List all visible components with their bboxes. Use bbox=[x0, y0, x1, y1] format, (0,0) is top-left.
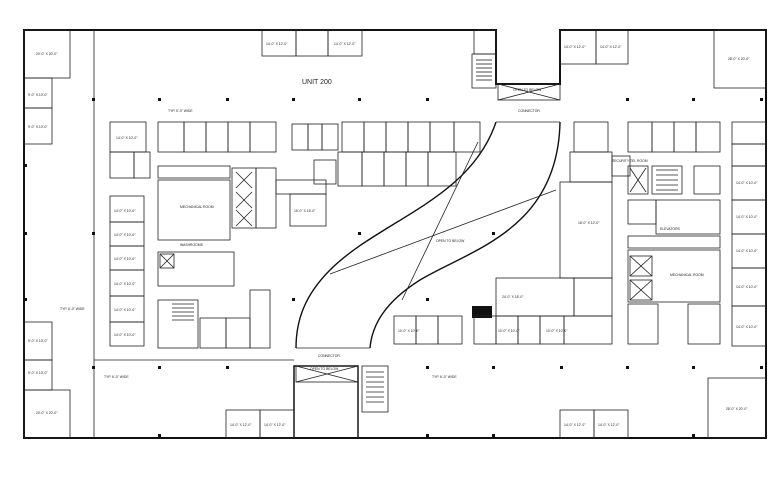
room-size-8: 14'-0" X 12'-0" bbox=[600, 45, 622, 49]
room-size-19: 14'-0" X 10'-0" bbox=[736, 285, 758, 289]
room-size-10: 14'-0" X 10'-0" bbox=[114, 209, 136, 213]
label-mech-right: MECHANICAL ROOM bbox=[670, 273, 704, 277]
label-connector-top: CONNECTOR bbox=[518, 109, 540, 113]
room-size-31: 9'-0" X 10'-0" bbox=[28, 93, 48, 97]
room-size-6: 14'-0" X 12'-0" bbox=[334, 42, 356, 46]
middle-upper-offices bbox=[291, 121, 481, 187]
room-size-32: 9'-0" X 10'-0" bbox=[28, 125, 48, 129]
room-size-34: 9'-0" X 10'-0" bbox=[28, 371, 48, 375]
label-open-top: OPEN TO BELOW bbox=[513, 88, 542, 92]
room-size-17: 14'-0" X 10'-0" bbox=[736, 215, 758, 219]
room-size-4: 28'-0" X 20'-0" bbox=[726, 407, 748, 411]
room-size-1: 20'-0" X 20'-0" bbox=[36, 52, 58, 56]
left-core-offices bbox=[109, 121, 327, 349]
bottom-perimeter-rooms bbox=[225, 365, 629, 439]
room-size-5: 14'-0" X 12'-0" bbox=[266, 42, 288, 46]
room-size-7: 14'-0" X 12'-0" bbox=[564, 45, 586, 49]
room-size-28: 10'-0" X 10'-0" bbox=[398, 329, 420, 333]
room-size-20: 14'-0" X 10'-0" bbox=[736, 325, 758, 329]
corridor-label-2: TYP. 6'-0" WIDE bbox=[60, 307, 85, 311]
right-core-offices bbox=[495, 121, 721, 345]
corridor-label-1: TYP. 5'-0" WIDE bbox=[168, 109, 193, 113]
stair-core-left-icon bbox=[172, 303, 194, 321]
corridor-label-4: TYP. 6'-0" WIDE bbox=[432, 375, 457, 379]
room-size-23: 14'-0" X 12'-0" bbox=[564, 423, 586, 427]
room-size-13: 14'-0" X 10'-0" bbox=[114, 282, 136, 286]
room-size-12: 14'-0" X 10'-0" bbox=[114, 257, 136, 261]
label-connector-bottom: CONNECTOR bbox=[318, 354, 340, 358]
label-washrooms: WASHROOMS bbox=[180, 243, 204, 247]
top-perimeter-rooms bbox=[261, 29, 767, 101]
room-size-30: 10'-0" X 10'-0" bbox=[546, 329, 568, 333]
atrium-open-to-below bbox=[295, 121, 561, 349]
room-size-11: 14'-0" X 10'-0" bbox=[114, 233, 136, 237]
label-mech-left: MECHANICAL ROOM bbox=[180, 205, 214, 209]
corridor-label-3: TYP. 6'-0" WIDE bbox=[104, 375, 129, 379]
structural-columns bbox=[24, 98, 763, 437]
room-size-21: 14'-0" X 12'-0" bbox=[230, 423, 252, 427]
room-size-16: 14'-0" X 10'-0" bbox=[736, 181, 758, 185]
room-size-14: 14'-0" X 10'-0" bbox=[114, 308, 136, 312]
room-size-29: 10'-0" X 10'-0" bbox=[498, 329, 520, 333]
stair-core-right-icon bbox=[656, 169, 678, 191]
label-elevators: ELEVATORS bbox=[660, 227, 681, 231]
room-size-18: 14'-0" X 10'-0" bbox=[736, 249, 758, 253]
room-size-27: 15'-0" X 15'-0" bbox=[294, 209, 316, 213]
room-size-9: 14'-0" X 10'-0" bbox=[116, 136, 138, 140]
unit-label: UNIT 200 bbox=[302, 79, 332, 86]
label-security: SECURITY TEL ROOM bbox=[612, 159, 648, 163]
bottom-middle-offices bbox=[393, 315, 613, 345]
room-size-26: 18'-0" X 12'-0" bbox=[578, 221, 600, 225]
stair-bottom-icon bbox=[366, 371, 384, 403]
stair-top-icon bbox=[476, 59, 492, 81]
room-size-33: 9'-0" X 10'-0" bbox=[28, 339, 48, 343]
room-size-2: 20'-0" X 20'-0" bbox=[36, 411, 58, 415]
left-perimeter-rooms bbox=[23, 29, 294, 439]
plan-labels: UNIT 200 OPEN TO BELOW CONNECTOR CONNECT… bbox=[28, 42, 758, 427]
room-size-24: 14'-0" X 12'-0" bbox=[598, 423, 620, 427]
room-size-15: 14'-0" X 10'-0" bbox=[114, 333, 136, 337]
room-size-3: 28'-0" X 20'-0" bbox=[728, 57, 750, 61]
label-atrium: OPEN TO BELOW bbox=[436, 239, 465, 243]
room-size-25: 24'-0" X 18'-0" bbox=[502, 295, 524, 299]
label-open-bottom: OPEN TO BELOW bbox=[310, 367, 339, 371]
right-perimeter-rooms bbox=[707, 121, 767, 439]
room-size-22: 14'-0" X 12'-0" bbox=[264, 423, 286, 427]
